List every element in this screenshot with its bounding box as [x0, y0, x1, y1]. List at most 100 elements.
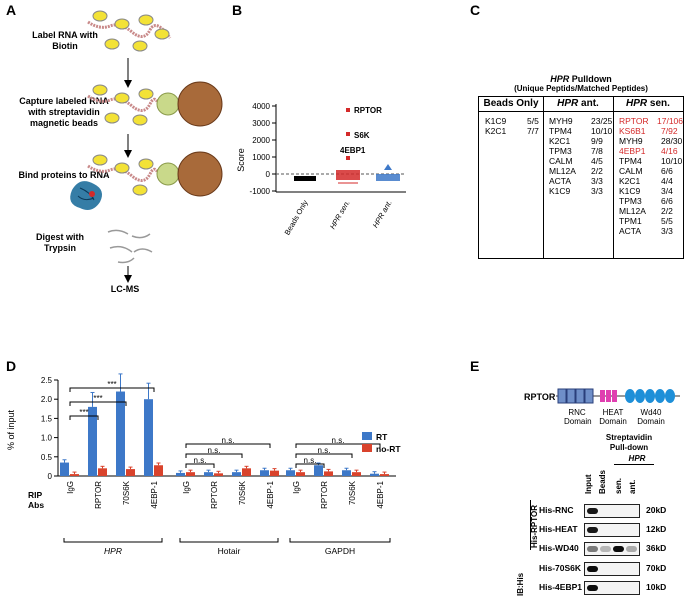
lane-label-antisense: ant. — [628, 479, 637, 494]
d-ytick-label: 0.5 — [41, 453, 53, 462]
panel-letter-c: C — [470, 2, 481, 18]
lane-label-sense: sen. — [614, 477, 623, 494]
group-label-hotair: Hotair — [218, 546, 241, 556]
peptide-count: 5/5 — [527, 116, 539, 126]
lane-label-input: Input — [584, 474, 593, 494]
sig-bracket — [69, 387, 155, 392]
d-ytick-label: 0 — [48, 472, 53, 481]
molecular-weight-label: 36kD — [646, 543, 667, 553]
sig-bracket-label: *** — [79, 408, 88, 417]
step-label-bind: Bind proteins to RNA — [18, 170, 110, 180]
peptide-count: 3/3 — [591, 176, 603, 186]
molecular-weight-label: 70kD — [646, 563, 667, 573]
bar-no-rt — [98, 468, 107, 476]
his-rptor-label: His-RPTOR — [530, 505, 539, 548]
domain-label-heat: HEAT Domain — [599, 408, 627, 426]
x-tick-label: IgG — [292, 481, 301, 494]
blot-band — [587, 566, 598, 572]
rip-bar-chart: % of input 00.51.01.52.02.5 *********n.s… — [6, 373, 401, 556]
domain-label-wd40: Wd40 Domain — [637, 408, 665, 426]
protein-name: KS6B1 — [619, 126, 646, 136]
his-rptor-rule — [530, 500, 531, 550]
blot-band — [613, 546, 624, 552]
x-tick-label: 4EBP-1 — [266, 480, 275, 508]
pulldown-subtitle: (Unique Peptids/Matched Peptides) — [514, 84, 648, 93]
annotation-4ebp1: 4EBP1 — [340, 146, 366, 155]
x-tick-label: RPTOR — [320, 481, 329, 509]
ns-bracket — [185, 463, 215, 468]
blot-band — [587, 527, 598, 533]
ns-bracket-label: n.s. — [318, 446, 331, 455]
category-beads-only: Beads Only — [283, 198, 310, 236]
bar-rt — [314, 465, 323, 476]
header-hpr-antisense: HPR ant. — [543, 97, 613, 112]
ns-bracket — [185, 443, 271, 448]
sig-bracket — [69, 415, 99, 420]
x-tick-label: IgG — [182, 481, 191, 494]
protein-name: K1C9 — [485, 116, 507, 126]
lane-label-beads: Beads — [598, 469, 607, 494]
b-ytick-label: 0 — [266, 170, 271, 179]
bar-no-rt — [270, 470, 279, 476]
protein-name: CALM — [619, 166, 643, 176]
ns-bracket — [185, 453, 243, 458]
ns-bracket-label: n.s. — [332, 436, 345, 445]
d-ytick-label: 1.5 — [41, 414, 53, 423]
lane-group-rule — [614, 464, 654, 465]
protein-name: K2C1 — [549, 136, 571, 146]
b-ytick-label: 2000 — [252, 136, 270, 145]
peptide-count: 4/16 — [661, 146, 678, 156]
blot-label: His-WD40 — [539, 543, 579, 553]
hpr-antisense-points — [376, 164, 400, 181]
ns-bracket-label: n.s. — [304, 456, 317, 465]
group-label-gapdh: GAPDH — [325, 546, 355, 556]
bar-no-rt — [380, 474, 389, 476]
protein-name: 4EBP1 — [619, 146, 646, 156]
table-row: K2C1 9/9 — [549, 136, 613, 146]
legend-label-no-rt: no-RT — [376, 444, 401, 454]
peptide-count: 10/10 — [591, 126, 613, 136]
bar-no-rt — [214, 473, 223, 476]
panel-letter-b: B — [232, 2, 243, 18]
protein-name: MYH9 — [549, 116, 573, 126]
peptide-count: 2/2 — [661, 206, 673, 216]
step-label-biotin: Label RNA with Biotin — [32, 30, 98, 51]
workflow-illustration — [70, 10, 223, 283]
protein-name: TPM1 — [619, 216, 642, 226]
ns-bracket — [295, 463, 325, 468]
bar-no-rt — [296, 472, 305, 476]
panel-letter-d: D — [6, 358, 17, 374]
digested-fragments — [107, 229, 153, 264]
group-label-hpr: HPR — [104, 546, 122, 556]
bar-no-rt — [186, 472, 195, 476]
protein-name: MYH9 — [619, 136, 643, 146]
lane-group-hpr: HPR — [628, 454, 646, 463]
bar-rt — [116, 391, 125, 476]
step-label-capture: Capture labeled RNA with streptavidin ma… — [19, 96, 109, 128]
bar-rt — [88, 406, 97, 476]
pulldown-title: HPR Pulldown — [550, 74, 612, 84]
b-ytick-label: 4000 — [252, 102, 270, 111]
peptide-count: 9/9 — [591, 136, 603, 146]
protein-name: K2C1 — [485, 126, 507, 136]
blot-label: His-RNC — [539, 505, 574, 515]
protein-name: RPTOR — [619, 116, 649, 126]
legend-swatch-no-rt — [362, 444, 372, 452]
b-ytick-label: 1000 — [252, 153, 270, 162]
molecular-weight-label: 10kD — [646, 582, 667, 592]
protein-name: ACTA — [549, 176, 572, 186]
rna-protein-complex — [70, 151, 223, 210]
bar-rt — [370, 473, 379, 476]
peptide-count: 7/8 — [591, 146, 603, 156]
rip-label: RIP — [28, 490, 43, 500]
x-tick-label: RPTOR — [94, 481, 103, 509]
protein-name: ML12A — [619, 206, 646, 216]
protein-name: K1C9 — [619, 186, 641, 196]
